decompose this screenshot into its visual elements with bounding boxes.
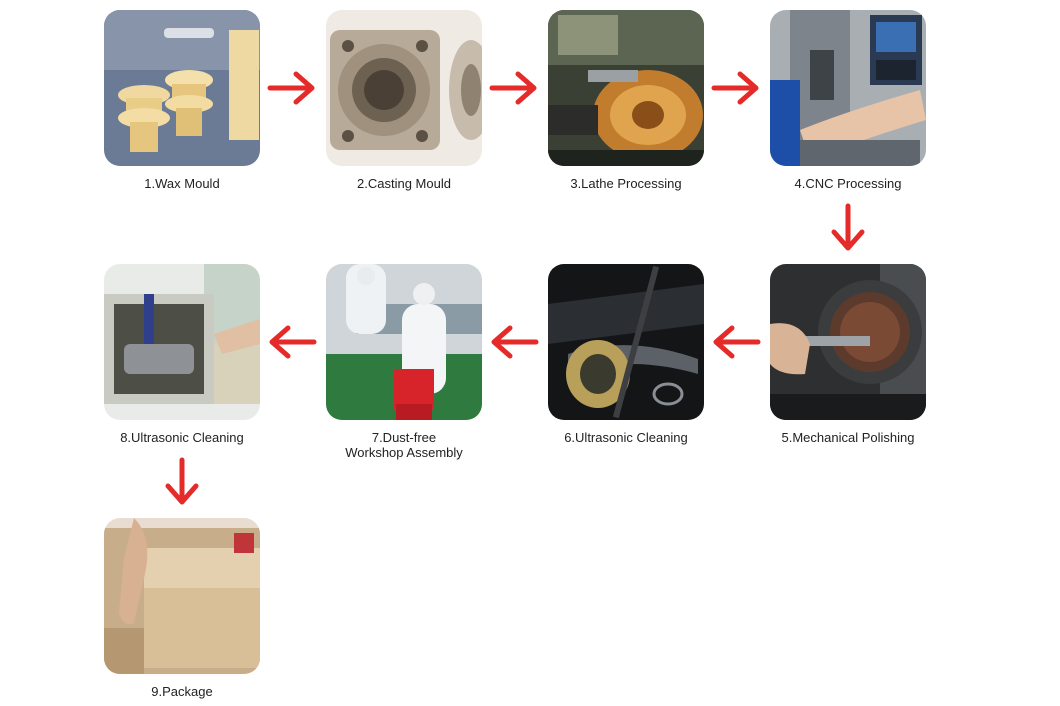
step-5-label: 5.Mechanical Polishing — [770, 430, 926, 445]
step-ultrasonic-cleaning-8: 8.Ultrasonic Cleaning — [104, 264, 260, 445]
step-wax-mould: 1.Wax Mould — [104, 10, 260, 191]
arrow-right-1-to-2 — [266, 68, 318, 108]
step-2-label: 2.Casting Mould — [326, 176, 482, 191]
step-package: 9.Package — [104, 518, 260, 699]
arrow-down-8-to-9 — [162, 456, 202, 508]
casting-mould-photo — [326, 10, 482, 166]
wax-mould-photo — [104, 10, 260, 166]
step-mechanical-polishing: 5.Mechanical Polishing — [770, 264, 926, 445]
step-1-label: 1.Wax Mould — [104, 176, 260, 191]
ultrasonic-cleaning-6-photo — [548, 264, 704, 420]
step-7-label-line1: 7.Dust-free — [326, 430, 482, 445]
step-7-label-line2: Workshop Assembly — [326, 445, 482, 460]
step-lathe-processing: 3.Lathe Processing — [548, 10, 704, 191]
step-9-label: 9.Package — [104, 684, 260, 699]
step-6-label: 6.Ultrasonic Cleaning — [548, 430, 704, 445]
step-3-label: 3.Lathe Processing — [548, 176, 704, 191]
step-casting-mould: 2.Casting Mould — [326, 10, 482, 191]
arrow-left-6-to-7 — [488, 322, 540, 362]
arrow-down-4-to-5 — [828, 202, 868, 254]
step-dust-free-assembly: 7.Dust-free Workshop Assembly — [326, 264, 482, 460]
dust-free-assembly-photo — [326, 264, 482, 420]
arrow-left-7-to-8 — [266, 322, 318, 362]
mechanical-polishing-photo — [770, 264, 926, 420]
package-photo — [104, 518, 260, 674]
lathe-processing-photo — [548, 10, 704, 166]
cnc-processing-photo — [770, 10, 926, 166]
step-7-label: 7.Dust-free Workshop Assembly — [326, 430, 482, 460]
arrow-right-3-to-4 — [710, 68, 762, 108]
step-4-label: 4.CNC Processing — [770, 176, 926, 191]
step-ultrasonic-cleaning-6: 6.Ultrasonic Cleaning — [548, 264, 704, 445]
arrow-left-5-to-6 — [710, 322, 762, 362]
step-cnc-processing: 4.CNC Processing — [770, 10, 926, 191]
step-8-label: 8.Ultrasonic Cleaning — [104, 430, 260, 445]
arrow-right-2-to-3 — [488, 68, 540, 108]
ultrasonic-cleaning-8-photo — [104, 264, 260, 420]
